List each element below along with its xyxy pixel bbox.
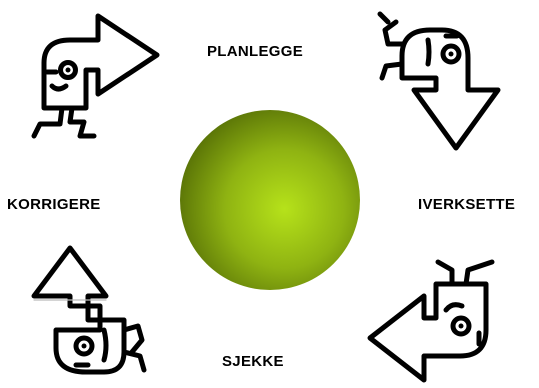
arrow-character-top-left-icon xyxy=(34,16,157,136)
arrow-character-bottom-right-icon xyxy=(370,262,492,380)
step-label-planlegge: PLANLEGGE xyxy=(207,44,303,59)
step-label-iverksette: IVERKSETTE xyxy=(418,197,515,212)
center-orb xyxy=(180,110,360,290)
arrow-character-top-right-icon xyxy=(380,14,498,148)
step-label-korrigere: KORRIGERE xyxy=(7,197,101,212)
step-label-sjekke: SJEKKE xyxy=(222,354,284,369)
arrow-character-bottom-left-icon xyxy=(34,248,144,372)
